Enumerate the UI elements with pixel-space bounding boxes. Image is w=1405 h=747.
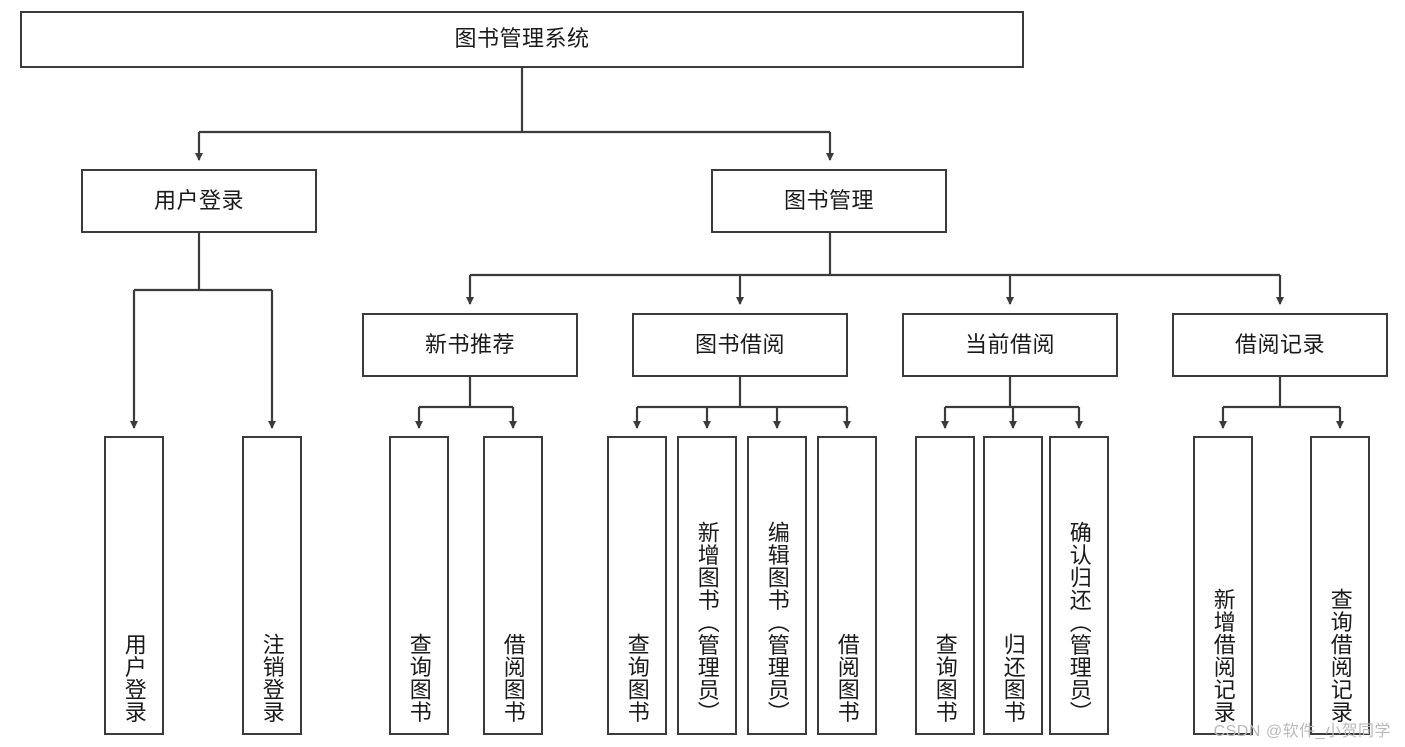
node-label: 确认归还（管理员） — [1066, 520, 1092, 724]
leaf-current-confirm-return-admin[interactable]: 确认归还（管理员） — [1049, 436, 1109, 735]
node-label: 编辑图书（管理员） — [764, 520, 790, 724]
leaf-borrow-query-book[interactable]: 查询图书 — [607, 436, 667, 735]
node-label: 用户登录 — [153, 187, 244, 213]
leaf-record-query[interactable]: 查询借阅记录 — [1310, 436, 1370, 735]
node-label: 借阅图书 — [500, 633, 526, 723]
node-label: 新增借阅记录 — [1210, 588, 1236, 723]
node-label: 注销登录 — [259, 633, 285, 723]
leaf-borrow-edit-book-admin[interactable]: 编辑图书（管理员） — [747, 436, 807, 735]
node-label: 借阅图书 — [834, 633, 860, 723]
leaf-new-book-borrow[interactable]: 借阅图书 — [483, 436, 543, 735]
node-root[interactable]: 图书管理系统 — [20, 11, 1024, 68]
node-label: 图书管理系统 — [454, 26, 590, 52]
leaf-borrow-borrow-book[interactable]: 借阅图书 — [817, 436, 877, 735]
node-label: 借阅记录 — [1234, 331, 1325, 357]
node-user-login[interactable]: 用户登录 — [81, 169, 317, 233]
node-label: 查询图书 — [406, 633, 432, 723]
leaf-user-login-signout[interactable]: 注销登录 — [242, 436, 302, 735]
leaf-borrow-add-book-admin[interactable]: 新增图书（管理员） — [677, 436, 737, 735]
node-label: 查询图书 — [624, 633, 650, 723]
node-book-management[interactable]: 图书管理 — [711, 169, 947, 233]
node-label: 查询图书 — [932, 633, 958, 723]
node-label: 查询借阅记录 — [1327, 588, 1353, 723]
node-current-borrow[interactable]: 当前借阅 — [902, 313, 1118, 377]
node-book-borrow[interactable]: 图书借阅 — [632, 313, 848, 377]
leaf-current-return-book[interactable]: 归还图书 — [983, 436, 1043, 735]
leaf-current-query-book[interactable]: 查询图书 — [915, 436, 975, 735]
node-label: 新书推荐 — [424, 331, 515, 357]
node-label: 当前借阅 — [964, 331, 1055, 357]
leaf-record-add[interactable]: 新增借阅记录 — [1193, 436, 1253, 735]
node-label: 归还图书 — [1000, 633, 1026, 723]
node-label: 图书借阅 — [694, 331, 785, 357]
node-new-book-recommend[interactable]: 新书推荐 — [362, 313, 578, 377]
leaf-new-book-query[interactable]: 查询图书 — [389, 436, 449, 735]
node-label: 图书管理 — [783, 187, 874, 213]
node-label: 用户登录 — [121, 633, 147, 723]
node-borrow-record[interactable]: 借阅记录 — [1172, 313, 1388, 377]
leaf-user-login-signin[interactable]: 用户登录 — [104, 436, 164, 735]
node-label: 新增图书（管理员） — [694, 520, 720, 724]
